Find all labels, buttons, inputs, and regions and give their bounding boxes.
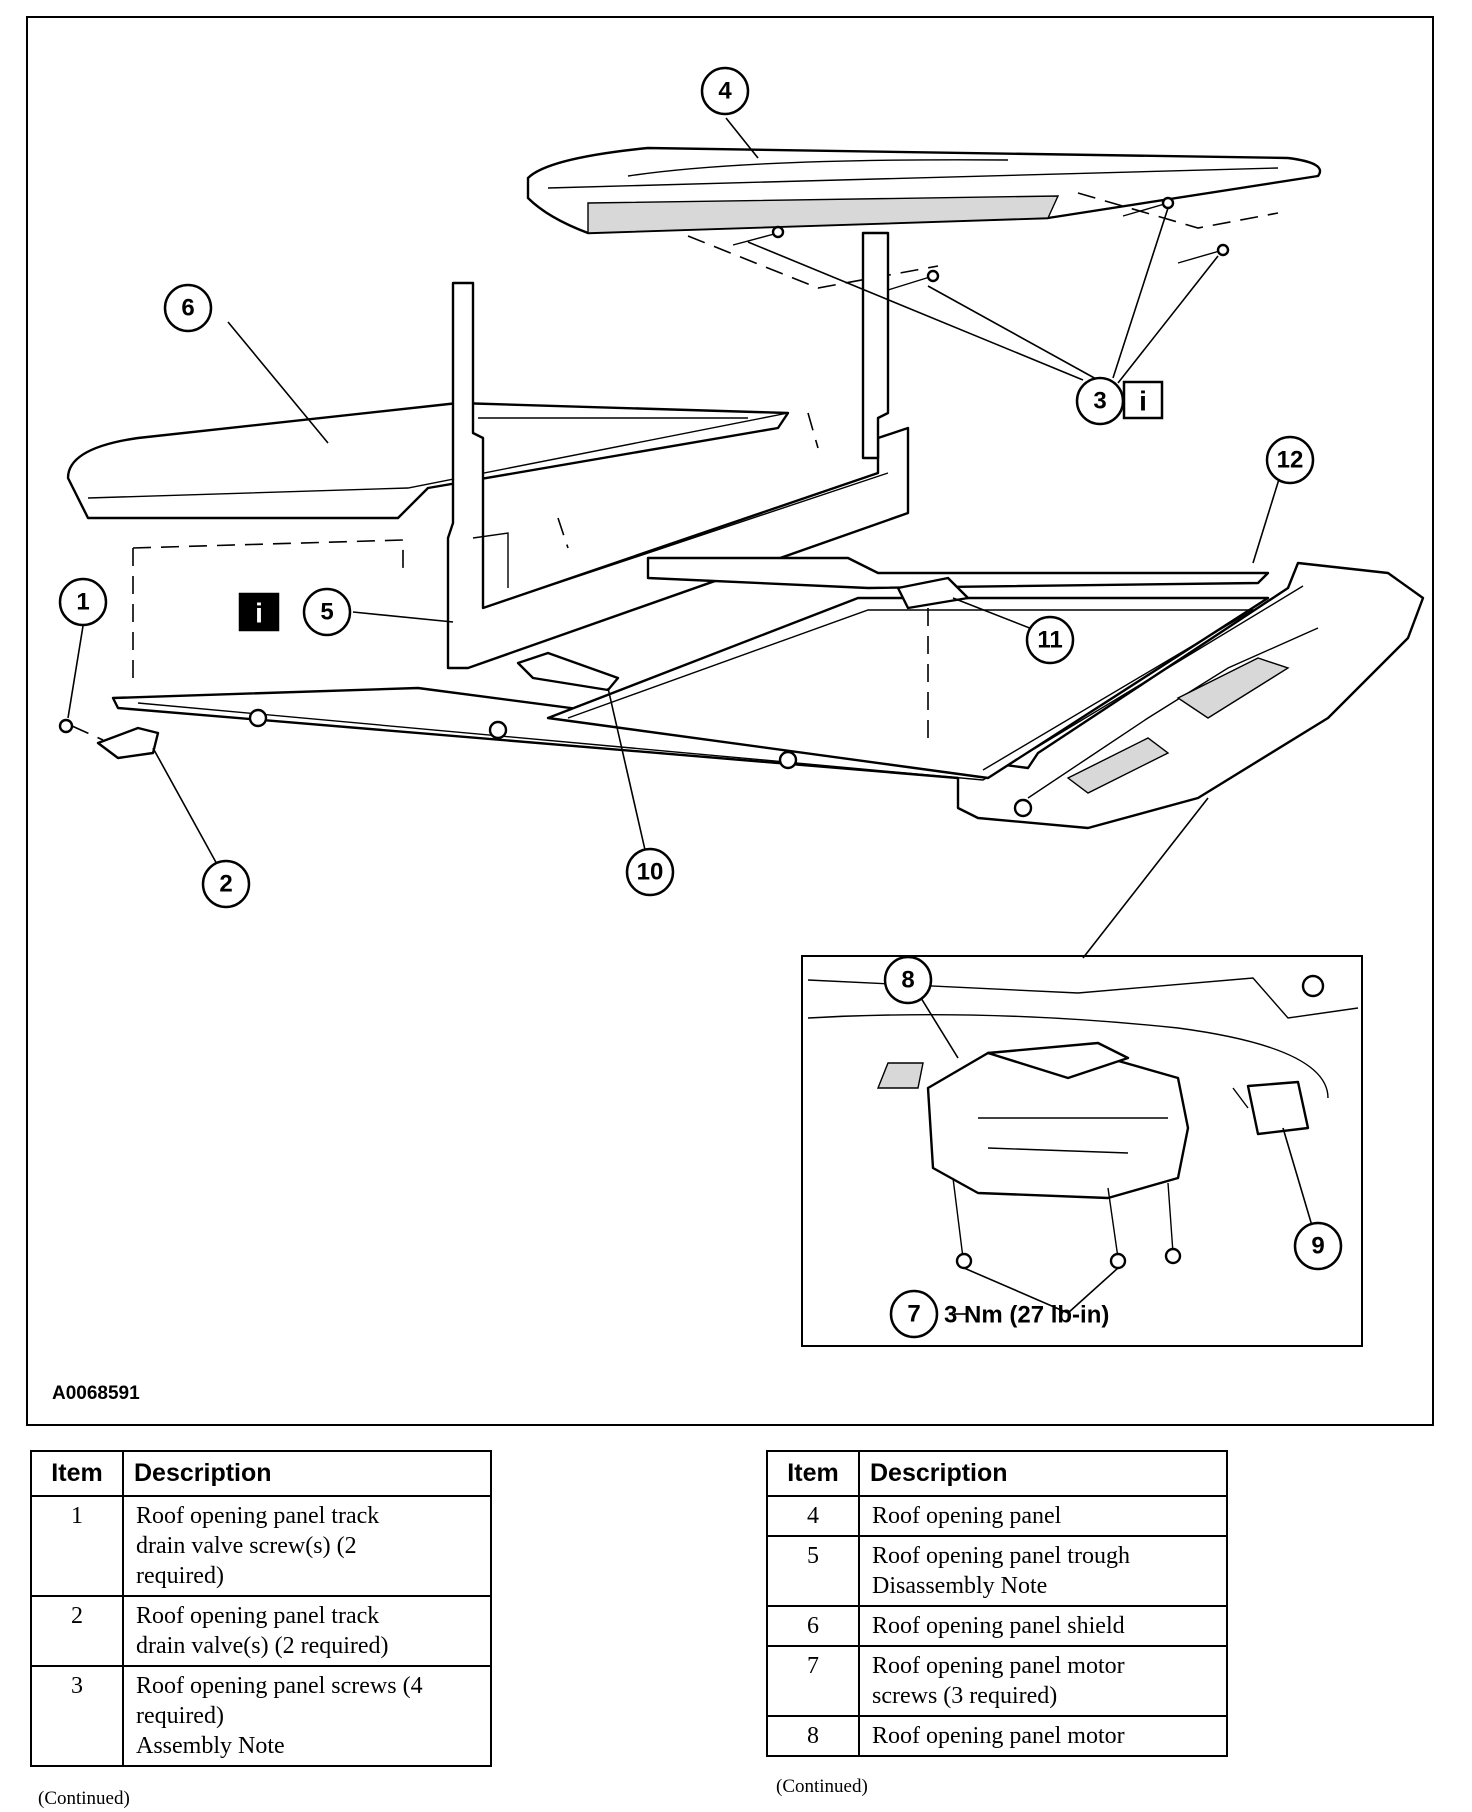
callout-7: 7	[889, 1289, 939, 1339]
callout-9: 9	[1293, 1221, 1343, 1271]
track-drain-valve	[58, 718, 160, 760]
callout-1: 1	[58, 577, 108, 627]
table-row: 3 Roof opening panel screws (4 required)…	[30, 1665, 492, 1768]
item-number: 1	[30, 1495, 124, 1598]
cable-guide	[516, 651, 620, 692]
legend-table-left: Item Description 1 Roof opening panel tr…	[30, 1449, 492, 1768]
torque-spec: 3 Nm (27 lb-in)	[944, 1302, 1109, 1329]
callout-12: 12	[1265, 435, 1315, 485]
info-icon: i	[238, 592, 280, 632]
roof-opening-panel	[526, 146, 1322, 235]
col-header-description: Description	[122, 1449, 492, 1498]
callout-6: 6	[163, 283, 213, 333]
figure-id: A0068591	[52, 1383, 140, 1404]
svg-text:7: 7	[907, 1301, 920, 1328]
item-number: 4	[766, 1495, 860, 1538]
callout-3: 3	[1075, 376, 1125, 426]
table-row: 6 Roof opening panel shield	[766, 1605, 1228, 1648]
callout-5: 5	[302, 587, 352, 637]
table-row: 2 Roof opening panel track drain valve(s…	[30, 1595, 492, 1668]
col-header-item: Item	[30, 1449, 124, 1498]
svg-text:11: 11	[1037, 627, 1062, 654]
item-number: 2	[30, 1595, 124, 1668]
exploded-diagram: 1 2 3 4 5 6 7 8 9 10 11 12 i i 3 Nm (27 …	[26, 16, 1434, 1426]
item-description: Roof opening panel motor	[858, 1715, 1228, 1758]
item-description: Roof opening panel shield	[858, 1605, 1228, 1648]
svg-text:12: 12	[1277, 447, 1304, 474]
item-number: 8	[766, 1715, 860, 1758]
svg-text:8: 8	[901, 967, 914, 994]
svg-text:9: 9	[1311, 1233, 1324, 1260]
item-number: 3	[30, 1665, 124, 1768]
table-header-row: Item Description	[30, 1449, 492, 1498]
svg-text:6: 6	[181, 295, 194, 322]
svg-text:3: 3	[1093, 388, 1106, 415]
svg-text:5: 5	[320, 599, 333, 626]
roof-opening-panel-frame	[111, 556, 1425, 830]
legend-table-right: Item Description 4 Roof opening panel 5 …	[766, 1449, 1228, 1758]
svg-text:2: 2	[219, 871, 232, 898]
item-number: 6	[766, 1605, 860, 1648]
callout-11: 11	[1025, 615, 1075, 665]
svg-text:10: 10	[637, 859, 664, 886]
item-number: 7	[766, 1645, 860, 1718]
item-description: Roof opening panel	[858, 1495, 1228, 1538]
diagram-drawing: 1 2 3 4 5 6 7 8 9 10 11 12 i i 3 Nm (27 …	[58, 66, 1425, 1347]
item-description: Roof opening panel track drain valve(s) …	[122, 1595, 492, 1668]
col-header-description: Description	[858, 1449, 1228, 1498]
item-number: 5	[766, 1535, 860, 1608]
info-icon: i	[1122, 380, 1164, 420]
motor-mount	[896, 576, 970, 738]
item-description: Roof opening panel screws (4 required) A…	[122, 1665, 492, 1768]
motor-detail-inset	[801, 955, 1363, 1347]
svg-text:i: i	[1139, 386, 1147, 417]
svg-text:i: i	[255, 598, 263, 629]
item-description: Roof opening panel trough Disassembly No…	[858, 1535, 1228, 1608]
roof-opening-panel-shield	[66, 401, 819, 678]
callout-8: 8	[883, 955, 933, 1005]
table-row: 7 Roof opening panel motor screws (3 req…	[766, 1645, 1228, 1718]
col-header-item: Item	[766, 1449, 860, 1498]
table-row: 4 Roof opening panel	[766, 1495, 1228, 1538]
svg-text:1: 1	[76, 589, 89, 616]
continued-note-right: (Continued)	[776, 1776, 868, 1797]
roof-opening-panel-trough	[446, 231, 910, 670]
callout-2: 2	[201, 859, 251, 909]
item-description: Roof opening panel track drain valve scr…	[122, 1495, 492, 1598]
table-header-row: Item Description	[766, 1449, 1228, 1498]
table-row: 5 Roof opening panel trough Disassembly …	[766, 1535, 1228, 1608]
item-description: Roof opening panel motor screws (3 requi…	[858, 1645, 1228, 1718]
table-row: 1 Roof opening panel track drain valve s…	[30, 1495, 492, 1598]
callout-10: 10	[625, 847, 675, 897]
continued-note-left: (Continued)	[38, 1788, 130, 1809]
svg-text:4: 4	[718, 78, 732, 105]
callout-4: 4	[700, 66, 750, 116]
table-row: 8 Roof opening panel motor	[766, 1715, 1228, 1758]
